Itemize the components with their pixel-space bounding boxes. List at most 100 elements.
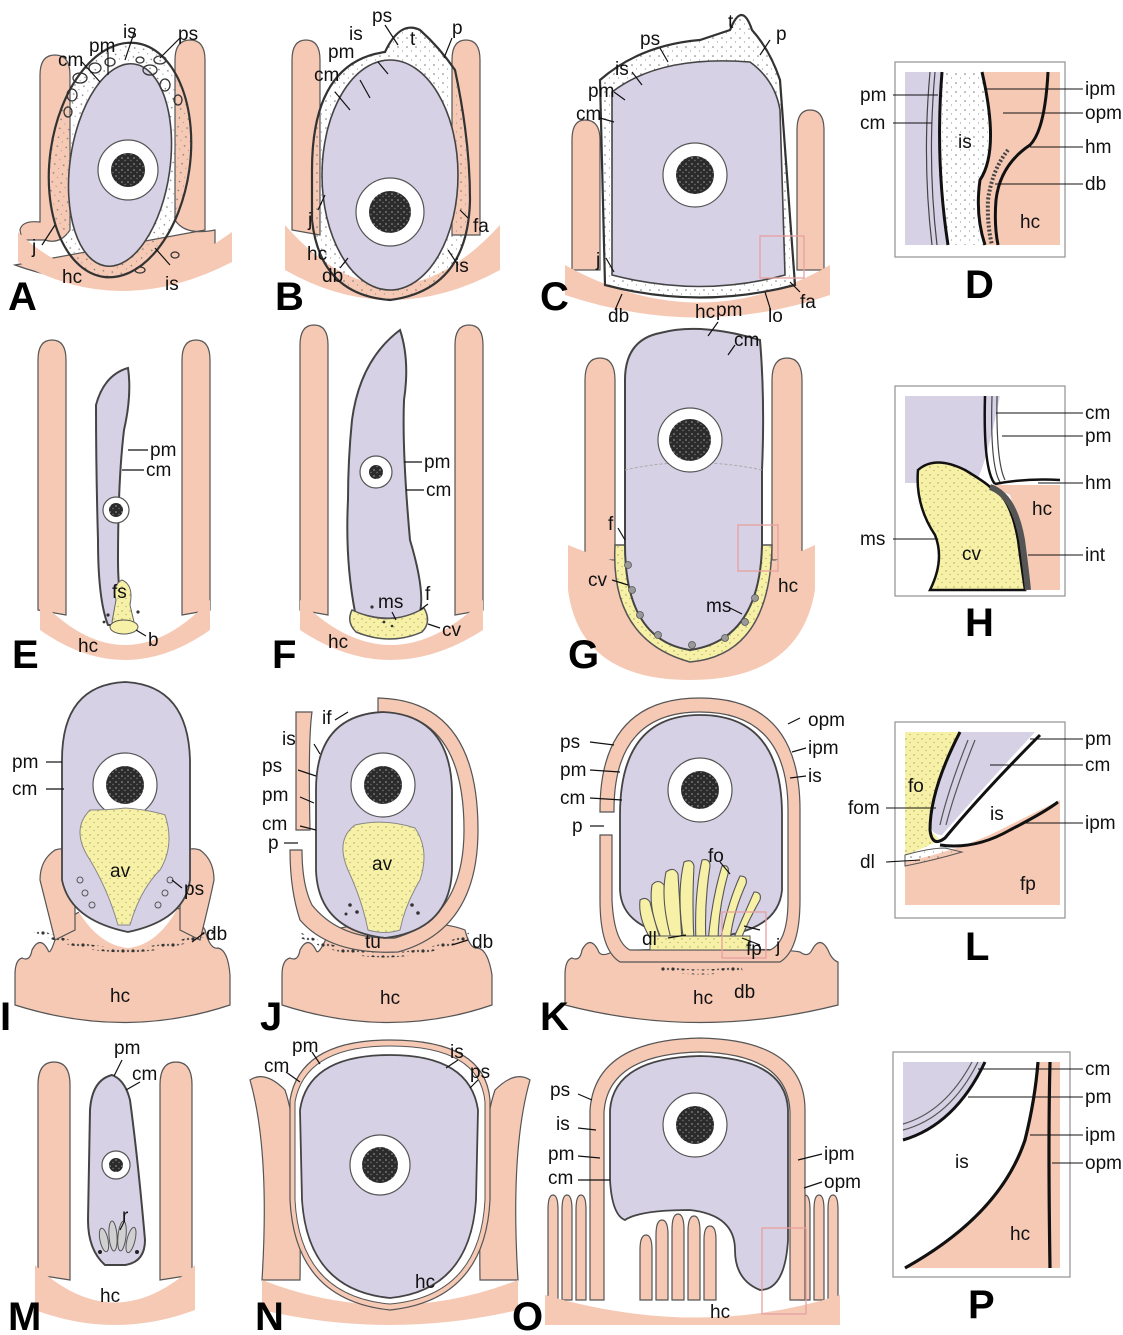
panel-e: pm cm fs hc b E xyxy=(12,340,210,677)
panel-letter-f: F xyxy=(272,633,296,677)
label-b-5: p xyxy=(452,18,463,39)
label-a-4: j xyxy=(31,237,36,258)
label-e-4: b xyxy=(148,630,159,651)
label-f-4: hc xyxy=(328,632,348,653)
panel-k: opm ipm is ps pm cm p fo dl fp j hc db K xyxy=(540,698,845,1039)
panel-letter-a: A xyxy=(8,275,37,319)
panel-letter-l: L xyxy=(965,925,989,969)
panel-d: pm cm is ipm opm hm db hc D xyxy=(860,62,1122,307)
label-f-2: ms xyxy=(378,592,403,613)
label-e-2: fs xyxy=(112,582,127,603)
label-g-3: cv xyxy=(588,570,608,591)
nucleus xyxy=(676,156,714,194)
panel-letter-b: B xyxy=(275,275,304,319)
panel-letter-k: K xyxy=(540,995,569,1039)
label-l-7: fp xyxy=(1020,874,1036,895)
label-o-0: ps xyxy=(550,1080,570,1101)
cell-body xyxy=(322,60,458,290)
label-a-6: is xyxy=(165,274,179,295)
panel-n: pm cm is ps hc N xyxy=(250,1036,530,1335)
label-j-9: hc xyxy=(380,988,400,1009)
label-j-3: pm xyxy=(262,785,288,806)
label-o-3: cm xyxy=(548,1168,573,1189)
label-l-5: ipm xyxy=(1085,813,1116,834)
label-n-0: pm xyxy=(292,1036,318,1057)
nucleus xyxy=(669,419,711,461)
label-i-1: cm xyxy=(12,779,37,800)
label-k-12: db xyxy=(734,982,755,1003)
label-l-1: cm xyxy=(1085,755,1110,776)
label-d-6: db xyxy=(1085,174,1106,195)
label-o-6: hc xyxy=(710,1302,730,1323)
label-d-3: ipm xyxy=(1085,79,1116,100)
label-d-2: is xyxy=(958,132,972,153)
label-b-0: ps xyxy=(372,6,392,27)
panel-letter-n: N xyxy=(255,1295,284,1335)
label-c-1: t xyxy=(728,12,734,33)
label-k-10: j xyxy=(775,936,780,957)
label-g-1: cm xyxy=(734,330,759,351)
label-i-3: ps xyxy=(184,879,204,900)
label-h-0: cm xyxy=(1085,403,1110,424)
label-n-3: ps xyxy=(470,1062,490,1083)
label-p-2: ipm xyxy=(1085,1125,1116,1146)
nucleus xyxy=(681,771,719,809)
label-f-0: pm xyxy=(424,452,450,473)
label-o-1: is xyxy=(556,1114,570,1135)
panel-letter-i: I xyxy=(0,995,11,1039)
nucleus xyxy=(106,766,144,804)
label-k-5: cm xyxy=(560,788,585,809)
label-n-1: cm xyxy=(264,1056,289,1077)
label-o-2: pm xyxy=(548,1144,574,1165)
label-m-0: pm xyxy=(114,1038,140,1059)
label-f-5: cv xyxy=(442,620,462,641)
label-n-4: hc xyxy=(415,1272,435,1293)
label-k-3: ps xyxy=(560,732,580,753)
panel-o: ps is pm cm ipm opm hc O xyxy=(512,1038,861,1335)
panel-g: pm cm f cv ms hc G xyxy=(568,300,815,680)
label-i-4: db xyxy=(206,924,227,945)
label-d-4: opm xyxy=(1085,103,1122,124)
label-d-0: pm xyxy=(860,85,886,106)
label-m-1: cm xyxy=(132,1064,157,1085)
label-p-1: pm xyxy=(1085,1087,1111,1108)
label-j-4: cm xyxy=(262,814,287,835)
panel-l: pm cm fo is fom ipm dl fp L xyxy=(848,722,1116,969)
label-e-0: pm xyxy=(150,440,176,461)
panel-letter-p: P xyxy=(968,1283,995,1327)
label-p-0: cm xyxy=(1085,1059,1110,1080)
label-a-2: is xyxy=(123,22,137,43)
label-n-2: is xyxy=(450,1042,464,1063)
label-k-7: fo xyxy=(708,846,724,867)
panel-letter-o: O xyxy=(512,1295,543,1335)
label-c-4: pm xyxy=(588,81,614,102)
panel-j: if is ps pm cm p av tu db hc J xyxy=(260,698,493,1039)
label-m-2: r xyxy=(122,1206,129,1227)
label-j-2: ps xyxy=(262,756,282,777)
label-e-1: cm xyxy=(146,460,171,481)
label-f-1: cm xyxy=(426,480,451,501)
label-j-5: p xyxy=(268,833,279,854)
label-b-3: cm xyxy=(314,65,339,86)
label-c-3: is xyxy=(615,59,629,80)
nucleus xyxy=(369,191,411,233)
label-l-4: fom xyxy=(848,798,880,819)
label-a-1: pm xyxy=(89,36,115,57)
label-h-1: pm xyxy=(1085,426,1111,447)
nucleus xyxy=(111,153,145,187)
panel-i: pm cm av ps db hc I xyxy=(0,682,230,1039)
panel-letter-m: M xyxy=(8,1295,41,1335)
panel-h: cm pm hm hc ms cv int H xyxy=(860,386,1111,645)
label-g-4: ms xyxy=(706,596,731,617)
nucleus xyxy=(362,1147,398,1183)
label-h-4: ms xyxy=(860,529,885,550)
label-g-2: f xyxy=(608,514,614,535)
label-p-4: is xyxy=(955,1152,969,1173)
nucleus xyxy=(676,1106,714,1144)
label-b-8: db xyxy=(322,266,343,287)
label-c-0: ps xyxy=(640,29,660,50)
label-j-0: if xyxy=(322,708,332,729)
label-j-8: db xyxy=(472,932,493,953)
label-l-0: pm xyxy=(1085,729,1111,750)
label-c-9: lo xyxy=(768,306,783,327)
